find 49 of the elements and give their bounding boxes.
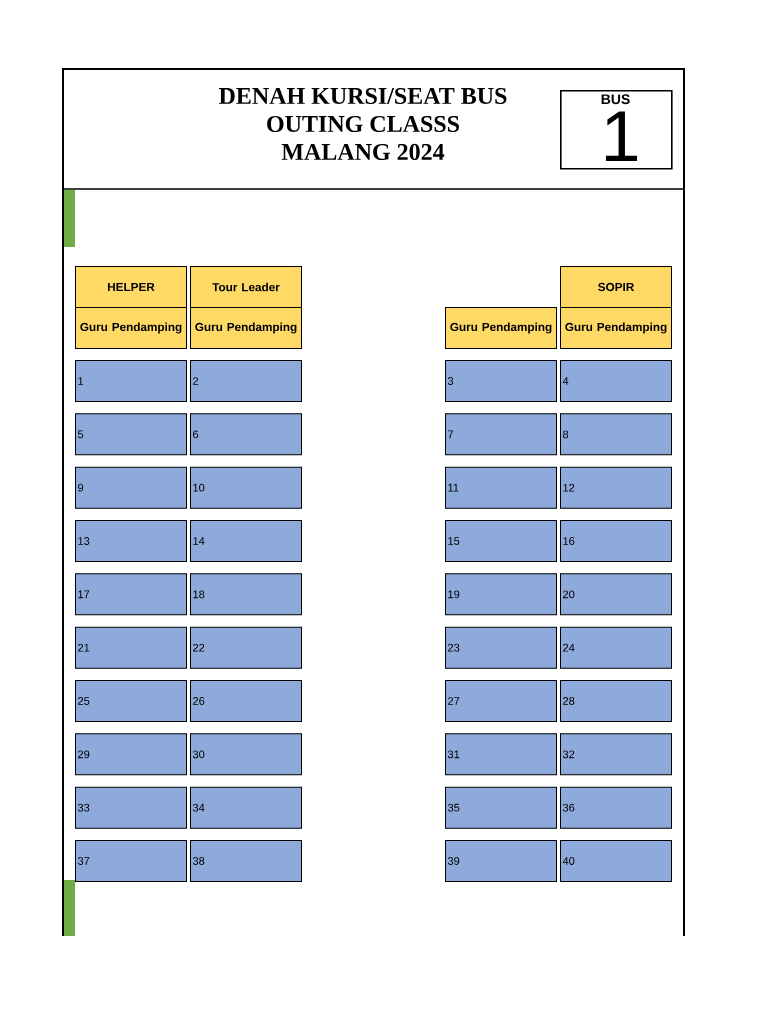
seat-box: Guru Pendamping	[75, 307, 187, 349]
seat-box: 37	[75, 840, 187, 882]
seat-box: 14	[190, 520, 302, 562]
seat-box: 26	[190, 680, 302, 722]
seat-box: 6	[190, 413, 302, 456]
seat-box: 25	[75, 680, 187, 722]
seat-box: 10	[190, 466, 302, 509]
seat-box: 22	[190, 626, 302, 669]
seat-box: 20	[560, 573, 672, 616]
seat-box: 19	[445, 573, 557, 616]
seat-box: Tour Leader	[190, 266, 302, 308]
bus-number-box: BUS 1	[560, 90, 673, 170]
seat-box: 13	[75, 520, 187, 562]
seat-box: 21	[75, 626, 187, 669]
seat-box: 16	[560, 520, 672, 562]
seat-box: 17	[75, 573, 187, 616]
seat-box: 39	[445, 840, 557, 882]
seat-box: 24	[560, 626, 672, 669]
seat-box: 7	[445, 413, 557, 456]
title: DENAH KURSI/SEAT BUS OUTING CLASSS MALANG 2024	[218, 87, 507, 161]
seat-box: 40	[560, 840, 672, 882]
seat-box: 29	[75, 733, 187, 776]
seat-box: 18	[190, 573, 302, 616]
seat-box: 38	[190, 840, 302, 882]
seat-box: 31	[445, 733, 557, 776]
seat-box: 34	[190, 786, 302, 829]
seat-box: 28	[560, 680, 672, 722]
seat-box: HELPER	[75, 266, 187, 308]
seat-box: 12	[560, 466, 672, 509]
seat-box: Guru Pendamping	[190, 307, 302, 349]
seat-box: 15	[445, 520, 557, 562]
seat-box: 32	[560, 733, 672, 776]
seat-box: SOPIR	[560, 266, 672, 308]
seat-box: 9	[75, 466, 187, 509]
seat-box: 5	[75, 413, 187, 456]
seat-box: 36	[560, 786, 672, 829]
seat-box: 1	[75, 360, 187, 402]
seat-box: 4	[560, 360, 672, 402]
seat-box: 3	[445, 360, 557, 402]
seat-box: 23	[445, 626, 557, 669]
seat-box: 2	[190, 360, 302, 402]
seat-box: 33	[75, 786, 187, 829]
seat-box: 8	[560, 413, 672, 456]
seat-box: 11	[445, 466, 557, 509]
seat-box: 30	[190, 733, 302, 776]
seat-box: 35	[445, 786, 557, 829]
seat-box: Guru Pendamping	[560, 307, 672, 349]
seat-box: Guru Pendamping	[445, 307, 557, 349]
seat-box: 27	[445, 680, 557, 722]
